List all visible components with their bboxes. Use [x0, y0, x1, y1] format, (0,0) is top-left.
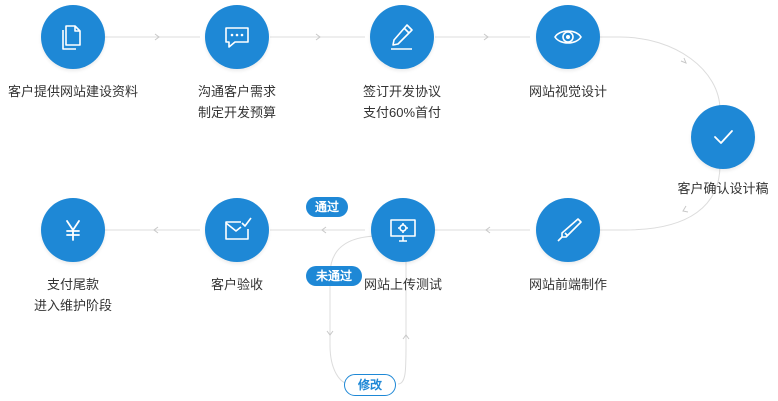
yen-icon [66, 220, 80, 241]
step-label: 网站上传测试 [363, 277, 442, 292]
step-acceptance: 客户验收 [162, 198, 312, 295]
step-circle [536, 5, 600, 69]
step-label: 客户验收 [210, 277, 263, 292]
step-circle [205, 5, 269, 69]
checkmark-icon [714, 130, 733, 144]
step-circle [371, 198, 435, 262]
step-circle [41, 198, 105, 262]
step-circle [536, 198, 600, 262]
monitor-gear-icon [390, 219, 416, 242]
step-label: 客户提供网站建设资料 [7, 84, 138, 99]
step-label: 客户确认设计稿 [677, 181, 769, 196]
revise-badge: 修改 [344, 374, 396, 396]
step-circle [41, 5, 105, 69]
envelope-check-icon [225, 217, 252, 240]
step-circle [691, 105, 755, 169]
pass-badge: 通过 [306, 197, 348, 217]
pen-icon [391, 24, 413, 50]
step-label: 网站前端制作 [528, 277, 607, 292]
fail-badge: 未通过 [306, 266, 362, 286]
step-label: 网站视觉设计 [528, 84, 607, 99]
step-label: 支付尾款 进入维护阶段 [33, 277, 112, 313]
step-circle [205, 198, 269, 262]
scalpel-icon [557, 218, 582, 242]
eye-icon [554, 30, 582, 44]
chat-bubble-icon [225, 27, 249, 48]
document-icon [62, 25, 81, 50]
step-upload-test: 网站上传测试 [328, 198, 478, 295]
step-payment: 支付尾款 进入维护阶段 [0, 198, 148, 316]
step-sign-agreement: 签订开发协议 支付60%首付 [327, 5, 477, 123]
step-visual-design: 网站视觉设计 [493, 5, 643, 102]
step-provide-materials: 客户提供网站建设资料 [0, 5, 148, 102]
step-label: 沟通客户需求 制定开发预算 [197, 84, 276, 120]
step-frontend: 网站前端制作 [493, 198, 643, 295]
step-communicate: 沟通客户需求 制定开发预算 [162, 5, 312, 123]
step-circle [370, 5, 434, 69]
step-confirm-design: 客户确认设计稿 [648, 105, 778, 199]
step-label: 签订开发协议 支付60%首付 [362, 84, 442, 120]
